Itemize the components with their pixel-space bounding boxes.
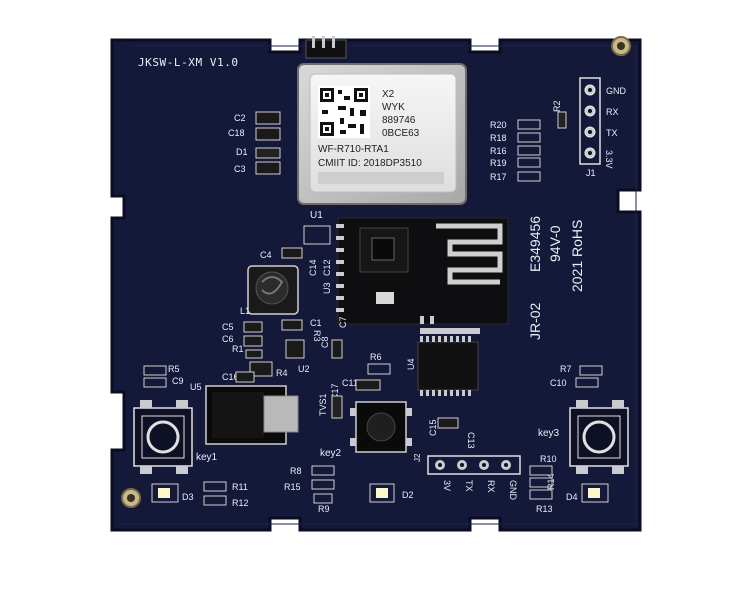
- u1-ref: U1: [310, 210, 323, 221]
- label-c10: C10: [550, 378, 567, 388]
- label-c15: C15: [428, 419, 438, 436]
- u1-wifi-module: X2 WYK 889746 0BCE63 WF-R710-RTA1 CMIIT …: [297, 63, 467, 205]
- label-c7: C7: [338, 316, 348, 328]
- label-key3: key3: [538, 428, 560, 439]
- label-c18: C18: [228, 128, 245, 138]
- passive-cluster-bottom-right: [529, 465, 553, 500]
- board-name-label: JKSW-L-XM V1.0: [138, 56, 238, 69]
- j2-pin-rx: RX: [486, 480, 496, 493]
- module-line-2: WYK: [382, 102, 405, 113]
- label-c5: C5: [222, 322, 234, 332]
- label-c8: C8: [320, 336, 330, 348]
- label-r8: R8: [290, 466, 302, 476]
- j1-pin-3v3: 3.3V: [604, 150, 614, 169]
- label-d1: D1: [236, 147, 248, 157]
- label-r14: R14: [546, 473, 556, 490]
- label-c17: C17: [330, 383, 340, 400]
- led-d3: [151, 483, 179, 503]
- label-c11: C11: [342, 378, 358, 388]
- j2-pin-gnd: GND: [508, 480, 518, 501]
- key2-tactile-switch: [350, 401, 412, 453]
- label-u4: U4: [406, 358, 416, 370]
- label-c2: C2: [234, 113, 246, 123]
- u1-top-header: [305, 39, 347, 59]
- j1-pin-gnd: GND: [606, 86, 627, 96]
- j2-pin-3v: 3V: [442, 480, 452, 491]
- marking-rohs: 2021 RoHS: [569, 220, 585, 292]
- label-r15: R15: [284, 482, 301, 492]
- label-r1: R1: [232, 344, 244, 354]
- label-r4: R4: [276, 368, 288, 378]
- label-c13: C13: [466, 432, 476, 449]
- label-r13: R13: [536, 504, 553, 514]
- led-d4: [581, 483, 609, 503]
- label-r2: R2: [552, 100, 562, 112]
- module-line-3: 889746: [382, 115, 416, 126]
- inductor-l1: [247, 265, 299, 315]
- marking-mfr: JR-02: [527, 302, 543, 340]
- label-c3: C3: [234, 164, 246, 174]
- label-r5: R5: [168, 364, 180, 374]
- label-d2: D2: [402, 490, 414, 500]
- label-key2: key2: [320, 448, 342, 459]
- j2-ref: J2: [413, 453, 422, 462]
- label-key1: key1: [196, 452, 218, 463]
- label-r12: R12: [232, 498, 249, 508]
- key3-tactile-switch: [569, 400, 629, 474]
- label-r17: R17: [490, 172, 507, 182]
- label-r19: R19: [490, 158, 507, 168]
- key1-tactile-switch: [133, 400, 193, 474]
- label-u3: U3: [322, 282, 332, 294]
- label-tvs1: TVS1: [318, 393, 328, 416]
- label-d3: D3: [182, 492, 194, 502]
- label-c9: C9: [172, 376, 184, 386]
- label-c4: C4: [260, 250, 272, 260]
- label-r6: R6: [370, 352, 382, 362]
- passive-cluster-top-left: [255, 111, 281, 175]
- regulator-u5: [205, 385, 299, 445]
- label-u5: U5: [190, 382, 202, 392]
- label-c12: C12: [322, 259, 332, 276]
- blurred-serial: [318, 172, 444, 184]
- chip-u4: [417, 336, 479, 396]
- header-j1: [579, 77, 601, 165]
- label-c6: C6: [222, 334, 234, 344]
- label-c1: C1: [310, 318, 322, 328]
- label-d4: D4: [566, 492, 578, 502]
- qr-code-icon: [318, 86, 370, 138]
- module-model: WF-R710-RTA1: [318, 144, 389, 155]
- label-r3: R3: [312, 330, 322, 342]
- label-r7: R7: [560, 364, 572, 374]
- label-r9: R9: [318, 504, 330, 514]
- j1-pin-rx: RX: [606, 107, 619, 117]
- label-r20: R20: [490, 120, 507, 130]
- led-d2: [369, 483, 395, 503]
- label-l1: L1: [240, 306, 250, 316]
- label-u2: U2: [298, 364, 310, 374]
- label-r10: R10: [540, 454, 557, 464]
- bt-module: [336, 217, 509, 325]
- module-line-1: X2: [382, 89, 395, 100]
- resistor-array-right: [517, 119, 541, 182]
- header-j2: [427, 455, 521, 475]
- label-c16: C16: [222, 372, 239, 382]
- label-c14: C14: [308, 259, 318, 276]
- marking-cert: E349456: [527, 216, 543, 272]
- module-cmiit: CMIIT ID: 2018DP3510: [318, 158, 422, 169]
- marking-rating: 94V-0: [547, 225, 563, 262]
- module-line-4: 0BCE63: [382, 128, 420, 139]
- passive-cluster-middle: [235, 319, 343, 383]
- j1-ref: J1: [586, 168, 596, 178]
- label-r16: R16: [490, 146, 507, 156]
- j1-pin-tx: TX: [606, 128, 618, 138]
- label-r11: R11: [232, 482, 248, 492]
- j2-pin-tx: TX: [464, 480, 474, 492]
- label-r18: R18: [490, 133, 507, 143]
